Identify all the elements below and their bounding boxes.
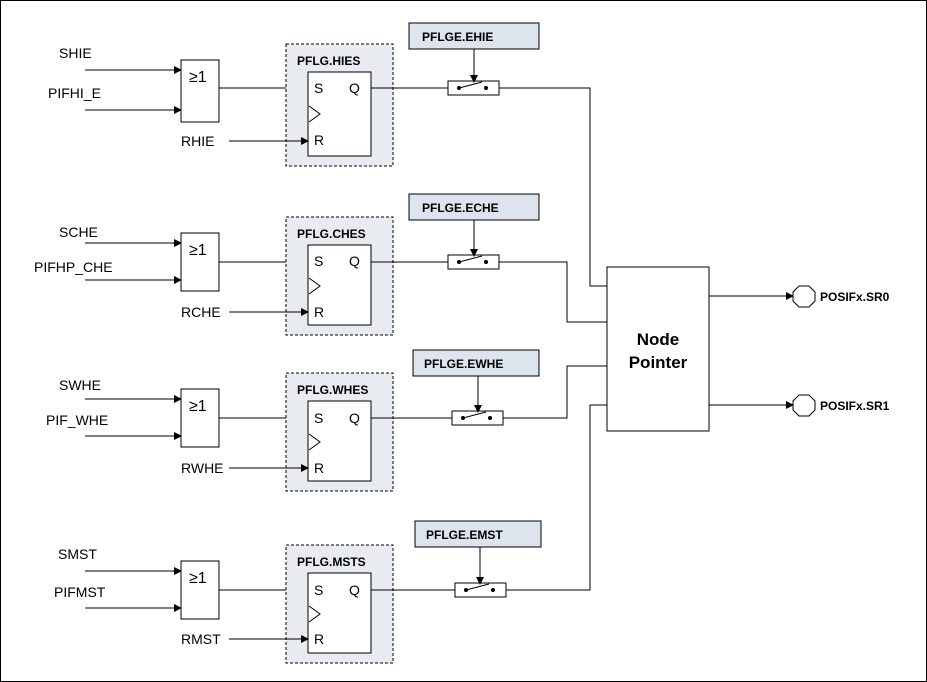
- or-gate: [180, 388, 220, 448]
- enable-switch: [447, 80, 500, 96]
- channel-mst: SMST PIFMST ≥1 PFLG.MSTS S Q R RMST PFLG…: [54, 404, 607, 664]
- sr-flip-flop: [307, 71, 372, 157]
- reset-pin-label: R: [314, 304, 324, 320]
- enable-control-box: [408, 22, 540, 50]
- clock-triangle-icon: [308, 605, 321, 623]
- flag-register-label: PFLG.MSTS: [297, 555, 366, 569]
- node-pointer-label-line2: Pointer: [629, 353, 688, 372]
- output-label-sr0: POSIFx.SR0: [820, 290, 890, 304]
- or-gate: [180, 560, 220, 620]
- clock-triangle-icon: [308, 433, 321, 451]
- output-pin-sr0-icon: [792, 285, 816, 308]
- q-pin-label: Q: [349, 80, 360, 96]
- node-pointer-block: [606, 266, 710, 432]
- flag-register-label: PFLG.CHES: [297, 227, 366, 241]
- or-gate-symbol: ≥1: [189, 69, 207, 86]
- reset-pin-label: R: [314, 132, 324, 148]
- set-input-label: SCHE: [59, 224, 98, 240]
- q-pin-label: Q: [349, 410, 360, 426]
- enable-control-label: PFLGE.EMST: [426, 528, 503, 542]
- reset-input-label: RMST: [181, 631, 221, 647]
- output-pin-sr1-icon: [792, 394, 816, 417]
- enable-control-box: [412, 349, 540, 377]
- or-gate: [180, 232, 220, 292]
- or-gate-symbol: ≥1: [189, 398, 207, 415]
- reset-pin-label: R: [314, 460, 324, 476]
- channel-whe: SWHE PIF_WHE ≥1 PFLG.WHES S Q R RWHE PFL…: [46, 349, 607, 492]
- peripheral-input-label: PIF_WHE: [46, 412, 108, 428]
- enable-control-box: [408, 193, 540, 221]
- flag-register-label: PFLG.WHES: [297, 383, 368, 397]
- enable-control-box: [414, 520, 542, 548]
- enable-switch: [447, 254, 500, 270]
- or-gate: [180, 59, 220, 123]
- set-input-label: SHIE: [59, 45, 92, 61]
- reset-pin-label: R: [314, 631, 324, 647]
- set-input-label: SMST: [58, 546, 97, 562]
- clock-triangle-icon: [308, 277, 321, 295]
- set-pin-label: S: [314, 582, 323, 598]
- enable-switch: [451, 410, 504, 426]
- set-pin-label: S: [314, 410, 323, 426]
- channel-hie: SHIE PIFHI_E ≥1 PFLG.HIES S Q R RHIE PFL…: [48, 22, 607, 287]
- peripheral-input-label: PIFHI_E: [48, 85, 101, 101]
- or-gate-symbol: ≥1: [189, 242, 207, 259]
- peripheral-input-label: PIFMST: [54, 584, 106, 600]
- set-input-label: SWHE: [59, 377, 101, 393]
- enable-control-label: PFLGE.ECHE: [422, 201, 499, 215]
- reset-input-label: RHIE: [181, 133, 214, 149]
- node-pointer-label-line1: Node: [637, 330, 680, 349]
- q-pin-label: Q: [349, 582, 360, 598]
- enable-switch: [454, 582, 507, 598]
- enable-control-label: PFLGE.EHIE: [422, 30, 493, 44]
- peripheral-input-label: PIFHP_CHE: [34, 259, 113, 275]
- channel-che: SCHE PIFHP_CHE ≥1 PFLG.CHES S Q R RCHE P…: [34, 193, 607, 336]
- enable-control-label: PFLGE.EWHE: [424, 357, 503, 371]
- set-pin-label: S: [314, 253, 323, 269]
- output-label-sr1: POSIFx.SR1: [820, 399, 890, 413]
- q-pin-label: Q: [349, 253, 360, 269]
- flag-register-label: PFLG.HIES: [297, 54, 360, 68]
- reset-input-label: RWHE: [181, 460, 224, 476]
- clock-triangle-icon: [308, 105, 321, 123]
- or-gate-symbol: ≥1: [189, 570, 207, 587]
- set-pin-label: S: [314, 80, 323, 96]
- reset-input-label: RCHE: [181, 304, 221, 320]
